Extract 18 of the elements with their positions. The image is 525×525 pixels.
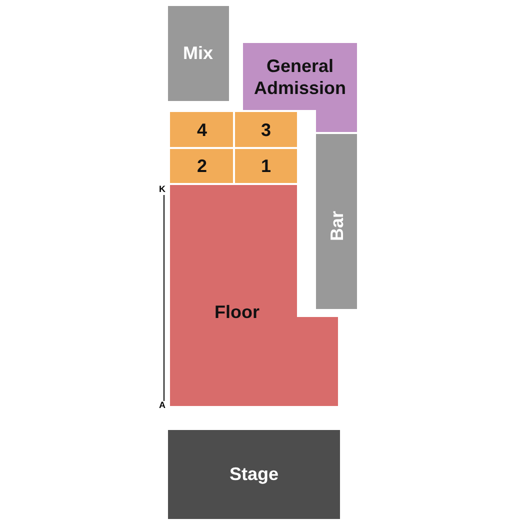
seating-section [235, 112, 297, 147]
stage-area [168, 430, 340, 519]
seating-section [235, 149, 297, 183]
section-label: 4 [197, 119, 207, 141]
section-label: Bar [326, 211, 348, 241]
row-letter: A [159, 400, 166, 410]
section-label: 3 [261, 119, 271, 141]
seating-section [170, 149, 233, 183]
section-label: Mix [183, 42, 213, 64]
section-label: Stage [229, 463, 279, 485]
section-label: Floor [214, 301, 260, 323]
seating-section [170, 112, 233, 147]
section-label: 1 [261, 155, 271, 177]
section-label: 2 [197, 155, 207, 177]
row-letter: K [159, 184, 166, 194]
section-label: General Admission [252, 55, 347, 99]
mix-area [168, 6, 229, 101]
bar-area [316, 134, 357, 309]
